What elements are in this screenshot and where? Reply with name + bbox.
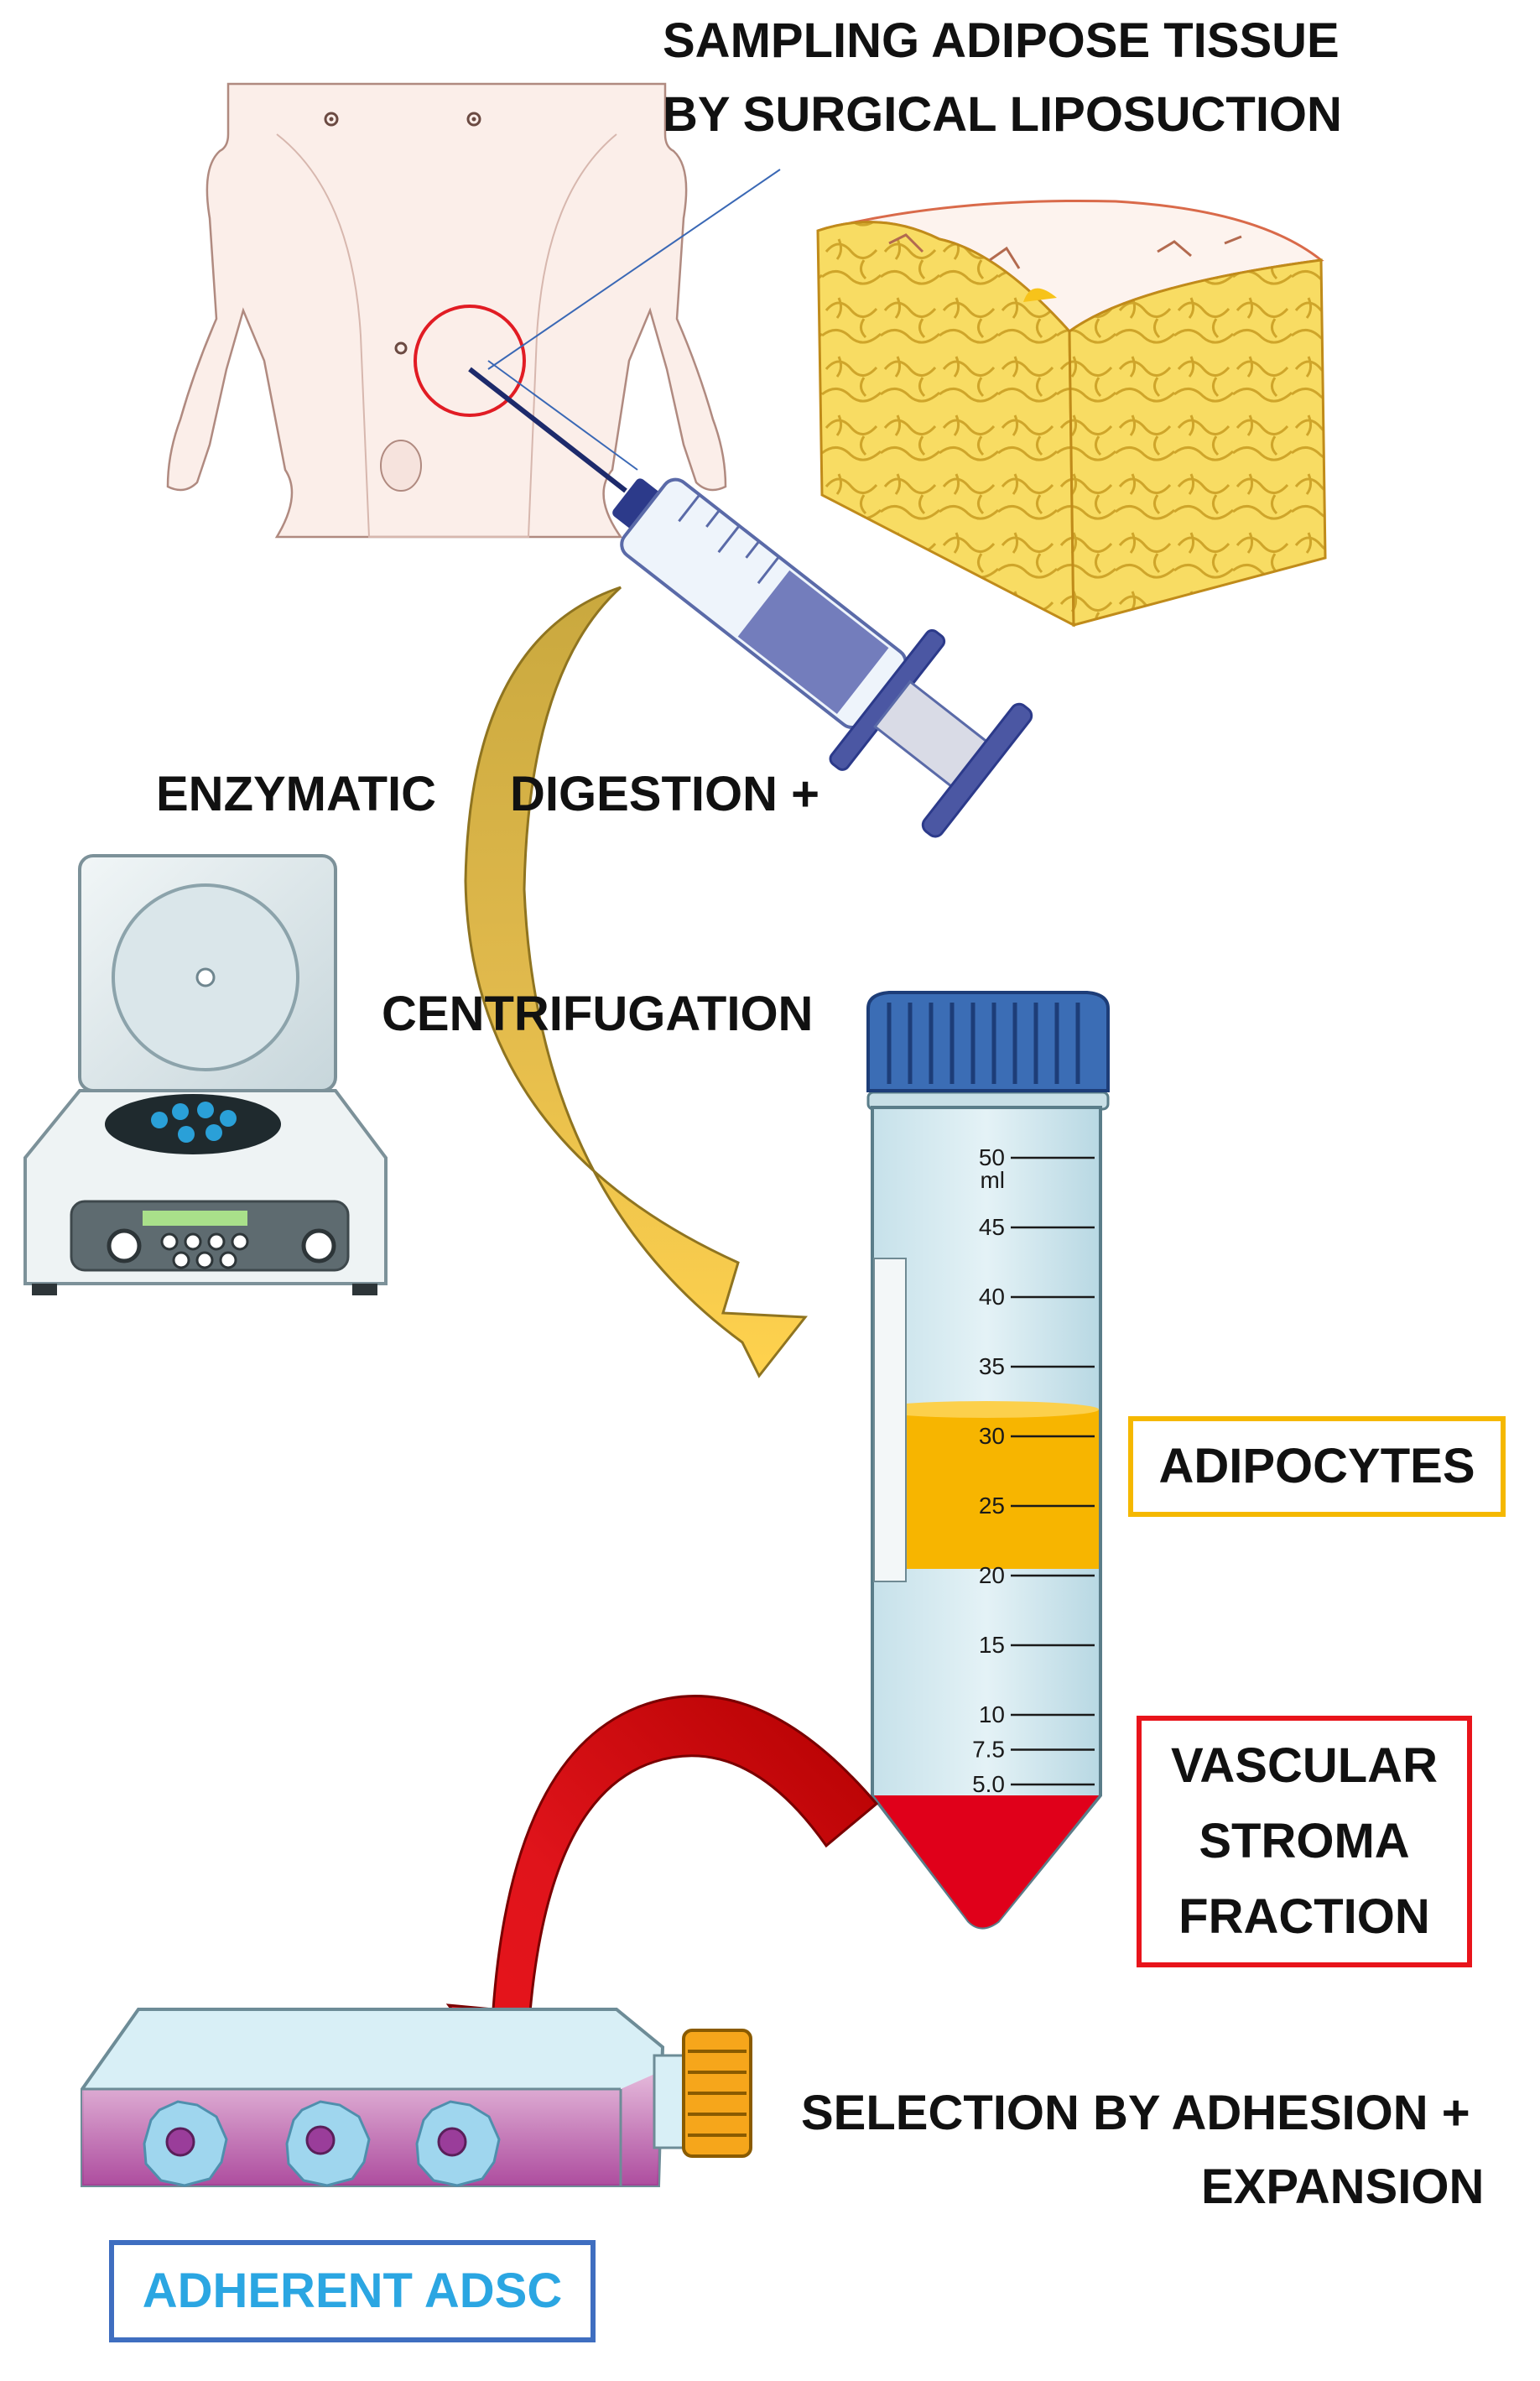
- stroma-label-line3: FRACTION: [1178, 1889, 1430, 1944]
- culture-arrow: [445, 1695, 879, 2108]
- adipocytes-label: ADIPOCYTES: [1158, 1439, 1475, 1494]
- adherent-label: ADHERENT ADSC: [142, 2264, 563, 2319]
- tube-tick-label: 50: [979, 1144, 1005, 1170]
- callout-line: [487, 169, 781, 370]
- processing-arrow: [464, 586, 808, 1378]
- tube-tick-label: 5.0: [972, 1771, 1005, 1797]
- adherent-cells: [143, 2100, 501, 2187]
- centrifugation-label: CENTRIFUGATION: [382, 987, 814, 1041]
- tube-tick-label: 35: [979, 1353, 1005, 1379]
- selection-label-line2: EXPANSION: [1201, 2160, 1485, 2214]
- tube-tick-label: 15: [979, 1632, 1005, 1658]
- tube-tick-label: 20: [979, 1562, 1005, 1588]
- callout-line-needle: [487, 360, 638, 471]
- tube-cap: [866, 991, 1110, 1092]
- culture-flask-illustration: [81, 2008, 752, 2187]
- tube-tick-label: 10: [979, 1701, 1005, 1727]
- digestion-label-part1: ENZYMATIC: [156, 767, 437, 821]
- adipocytes-label-box: ADIPOCYTES: [1128, 1416, 1506, 1517]
- adipose-tissue-block-illustration: [816, 199, 1327, 628]
- digestion-label-part2: DIGESTION +: [510, 767, 820, 821]
- sampling-label-line1: SAMPLING ADIPOSE TISSUE: [663, 13, 1340, 68]
- tube-tick-label: 30: [979, 1423, 1005, 1449]
- tube-tick-label: 45: [979, 1214, 1005, 1240]
- stromal-pellet: [874, 1795, 1099, 1928]
- syringe-illustration: [468, 367, 1033, 838]
- stroma-label-line2: STROMA: [1199, 1814, 1410, 1869]
- flask-cap: [682, 2029, 752, 2158]
- tube-tick-label: 7.5: [972, 1737, 1005, 1763]
- sampling-label-line2: BY SURGICAL LIPOSUCTION: [663, 87, 1342, 142]
- tube-unit-label: ml: [980, 1167, 1005, 1193]
- tube-tick-label: 40: [979, 1284, 1005, 1310]
- stroma-label-box: VASCULAR STROMA FRACTION: [1137, 1716, 1472, 1967]
- patient-body-illustration: [166, 82, 727, 539]
- tube-tick-label: 25: [979, 1493, 1005, 1519]
- adherent-label-box: ADHERENT ADSC: [109, 2240, 596, 2342]
- stroma-label-line1: VASCULAR: [1171, 1738, 1438, 1794]
- centrifuge-illustration: [23, 854, 388, 1295]
- selection-label-line1: SELECTION BY ADHESION +: [801, 2086, 1470, 2140]
